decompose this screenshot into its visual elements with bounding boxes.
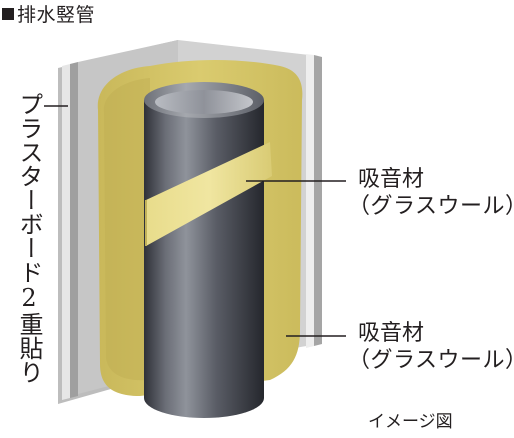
leader-lines [44,105,346,337]
board-label: プラスターボード2重貼り [15,92,43,384]
absorber-label-upper-line2: （グラスウール） [348,194,514,219]
absorber-label-lower-line1: 吸音材 [358,321,425,346]
drain-pipe [144,82,264,418]
title-text: 排水竪管 [17,4,96,26]
wrapped-absorber-band [145,142,272,246]
title-square-bullet [2,8,14,20]
absorber-label-lower-line2: （グラスウール） [348,348,514,373]
diagram-title: 排水竪管 [2,4,95,26]
absorber-label-upper-line1: 吸音材 [358,167,425,192]
absorber-label-upper: 吸音材 （グラスウール） [348,166,514,220]
absorber-label-lower: 吸音材 （グラスウール） [348,320,514,374]
image-caption: イメージ図 [368,412,453,432]
